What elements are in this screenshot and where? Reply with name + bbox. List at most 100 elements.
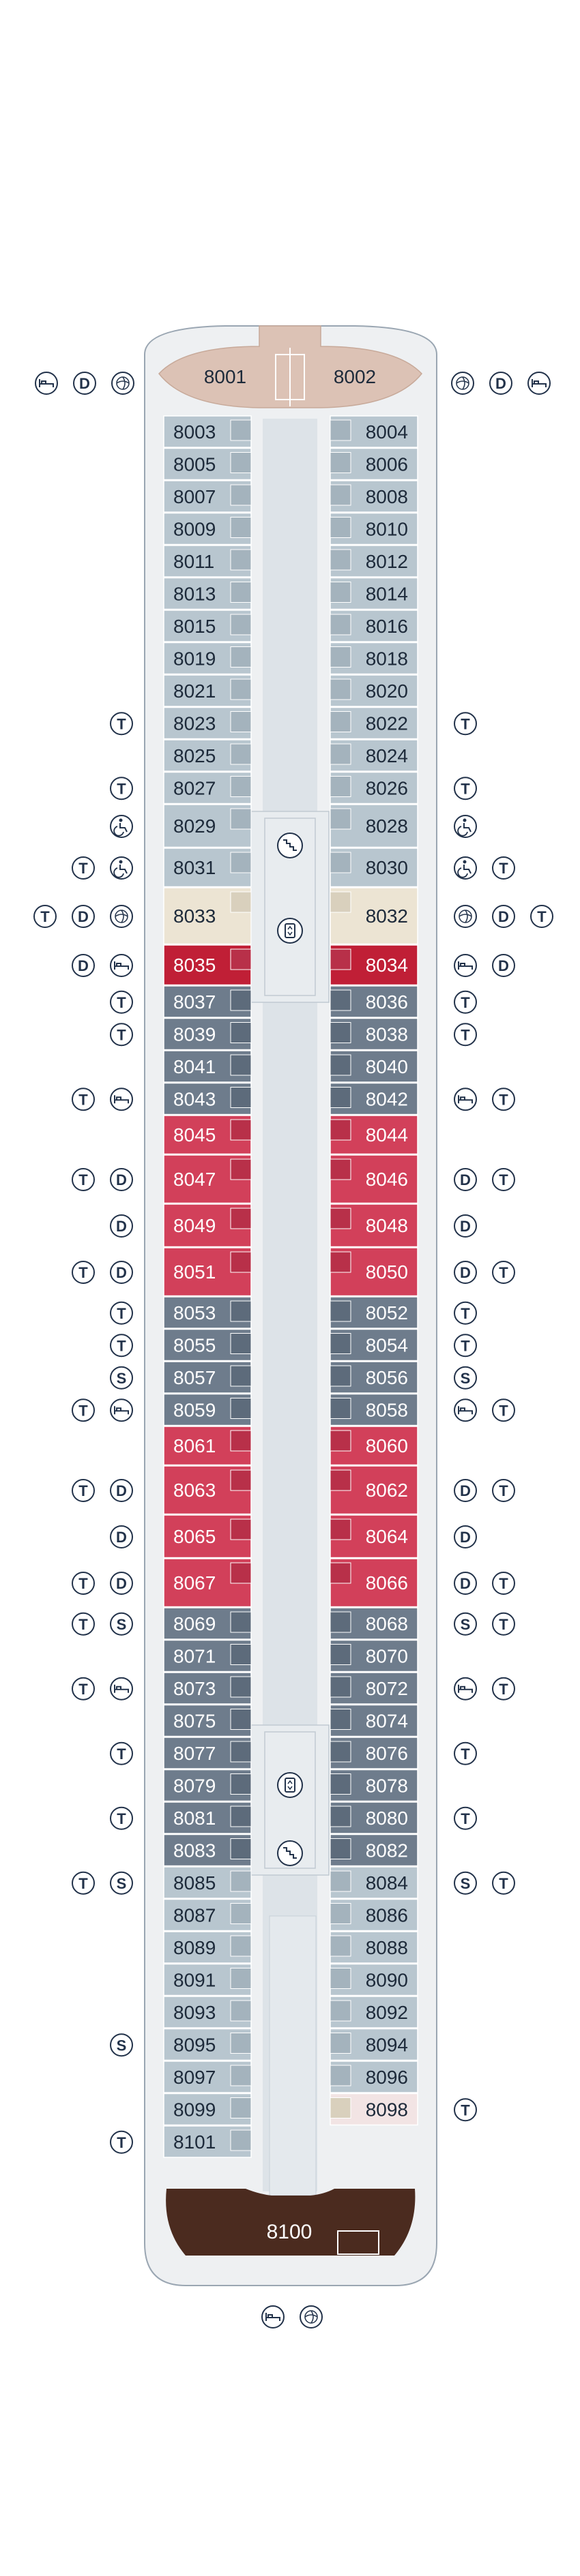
cabin-8011[interactable]: 8011 (163, 545, 252, 578)
cabin-8064[interactable]: 8064 (330, 1514, 418, 1559)
cabin-8065-label[interactable]: 8065 (173, 1526, 216, 1547)
cabin-8076-label[interactable]: 8076 (366, 1743, 408, 1764)
cabin-8005[interactable]: 8005 (163, 447, 252, 481)
cabin-8078[interactable]: 8078 (330, 1769, 418, 1802)
cabin-8048[interactable]: 8048 (330, 1203, 418, 1248)
cabin-8008-label[interactable]: 8008 (366, 486, 408, 507)
cabin-8069[interactable]: 8069 (163, 1607, 252, 1640)
cabin-8045-label[interactable]: 8045 (173, 1124, 216, 1145)
cabin-8068-label[interactable]: 8068 (366, 1613, 408, 1634)
cabin-8059[interactable]: 8059 (163, 1393, 252, 1426)
cabin-8083[interactable]: 8083 (163, 1833, 252, 1867)
cabin-8010-label[interactable]: 8010 (366, 518, 408, 539)
cabin-8039[interactable]: 8039 (163, 1017, 252, 1051)
cabin-8013-label[interactable]: 8013 (173, 583, 216, 604)
cabin-8032-label[interactable]: 8032 (366, 905, 408, 927)
cabin-8013[interactable]: 8013 (163, 577, 252, 610)
cabin-8011-label[interactable]: 8011 (173, 551, 214, 572)
cabin-8075[interactable]: 8075 (163, 1704, 252, 1737)
cabin-8022-label[interactable]: 8022 (366, 713, 408, 734)
cabin-8037-label[interactable]: 8037 (173, 991, 216, 1013)
cabin-8079[interactable]: 8079 (163, 1769, 252, 1802)
cabin-8016[interactable]: 8016 (330, 610, 418, 642)
cabin-8007[interactable]: 8007 (163, 480, 252, 513)
cabin-8043[interactable]: 8043 (163, 1082, 252, 1115)
cabin-8042[interactable]: 8042 (330, 1082, 418, 1115)
cabin-8038-label[interactable]: 8038 (366, 1023, 408, 1045)
cabin-8098[interactable]: 8098 (330, 2093, 418, 2126)
cabin-8064-label[interactable]: 8064 (366, 1526, 408, 1547)
cabin-8062-label[interactable]: 8062 (366, 1480, 408, 1501)
cabin-8004-label[interactable]: 8004 (366, 421, 408, 443)
cabin-8024-label[interactable]: 8024 (366, 745, 408, 766)
cabin-8055[interactable]: 8055 (163, 1328, 252, 1362)
cabin-8036[interactable]: 8036 (330, 985, 418, 1018)
cabin-8012-label[interactable]: 8012 (366, 551, 408, 572)
cabin-8062[interactable]: 8062 (330, 1465, 418, 1515)
cabin-8041[interactable]: 8041 (163, 1050, 252, 1083)
cabin-8046-label[interactable]: 8046 (366, 1169, 408, 1190)
cabin-8093-label[interactable]: 8093 (173, 2002, 216, 2023)
cabin-8030-label[interactable]: 8030 (366, 857, 408, 878)
cabin-8056-label[interactable]: 8056 (366, 1367, 408, 1388)
cabin-8015-label[interactable]: 8015 (173, 616, 216, 637)
cabin-8093[interactable]: 8093 (163, 1996, 252, 2028)
cabin-8073-label[interactable]: 8073 (173, 1678, 216, 1699)
cabin-8007-label[interactable]: 8007 (173, 486, 216, 507)
cabin-8034-label[interactable]: 8034 (366, 955, 408, 976)
cabin-8033-label[interactable]: 8033 (173, 905, 216, 927)
cabin-8035-label[interactable]: 8035 (173, 955, 216, 976)
cabin-8061[interactable]: 8061 (163, 1426, 252, 1466)
cabin-8090[interactable]: 8090 (330, 1963, 418, 1996)
cabin-8068[interactable]: 8068 (330, 1607, 418, 1640)
cabin-8095-label[interactable]: 8095 (173, 2034, 216, 2055)
cabin-8094-label[interactable]: 8094 (366, 2034, 408, 2055)
cabin-8027[interactable]: 8027 (163, 771, 252, 805)
cabin-8002-label[interactable]: 8002 (334, 366, 376, 387)
cabin-8058[interactable]: 8058 (330, 1393, 418, 1426)
cabin-8005-label[interactable]: 8005 (173, 453, 216, 475)
cabin-8043-label[interactable]: 8043 (173, 1088, 216, 1109)
cabin-8054-label[interactable]: 8054 (366, 1334, 408, 1356)
cabin-8085[interactable]: 8085 (163, 1866, 252, 1899)
cabin-8098-label[interactable]: 8098 (366, 2099, 408, 2120)
cabin-8074[interactable]: 8074 (330, 1704, 418, 1737)
cabin-8034[interactable]: 8034 (330, 944, 418, 986)
cabin-8063[interactable]: 8063 (163, 1465, 252, 1515)
cabin-8081-label[interactable]: 8081 (173, 1808, 216, 1829)
cabin-8049-label[interactable]: 8049 (173, 1215, 216, 1236)
cabin-8057[interactable]: 8057 (163, 1361, 252, 1394)
cabin-8054[interactable]: 8054 (330, 1328, 418, 1362)
cabin-8081[interactable]: 8081 (163, 1801, 252, 1834)
cabin-8050-label[interactable]: 8050 (366, 1261, 408, 1283)
cabin-8066[interactable]: 8066 (330, 1558, 418, 1608)
cabin-8071-label[interactable]: 8071 (173, 1645, 216, 1666)
cabin-8087-label[interactable]: 8087 (173, 1904, 216, 1926)
cabin-8025-label[interactable]: 8025 (173, 745, 216, 766)
cabin-8026[interactable]: 8026 (330, 771, 418, 805)
aft-suite-8100[interactable] (166, 2189, 416, 2256)
cabin-8027-label[interactable]: 8027 (173, 777, 216, 798)
cabin-8047[interactable]: 8047 (163, 1154, 252, 1204)
cabin-8096[interactable]: 8096 (330, 2061, 418, 2093)
cabin-8040[interactable]: 8040 (330, 1050, 418, 1083)
cabin-8066-label[interactable]: 8066 (366, 1572, 408, 1593)
cabin-8080-label[interactable]: 8080 (366, 1808, 408, 1829)
cabin-8051[interactable]: 8051 (163, 1247, 252, 1297)
cabin-8038[interactable]: 8038 (330, 1017, 418, 1051)
cabin-8012[interactable]: 8012 (330, 545, 418, 578)
cabin-8084[interactable]: 8084 (330, 1866, 418, 1899)
cabin-8053-label[interactable]: 8053 (173, 1302, 216, 1323)
cabin-8020-label[interactable]: 8020 (366, 680, 408, 702)
cabin-8046[interactable]: 8046 (330, 1154, 418, 1204)
elevator-icon[interactable] (277, 1772, 303, 1798)
cabin-8092-label[interactable]: 8092 (366, 2002, 408, 2023)
cabin-8029[interactable]: 8029 (163, 804, 252, 848)
cabin-8072-label[interactable]: 8072 (366, 1678, 408, 1699)
cabin-8071[interactable]: 8071 (163, 1639, 252, 1673)
cabin-8097[interactable]: 8097 (163, 2061, 252, 2093)
elevator-icon[interactable] (277, 918, 303, 944)
cabin-8021[interactable]: 8021 (163, 674, 252, 707)
cabin-8031-label[interactable]: 8031 (173, 857, 216, 878)
cabin-8057-label[interactable]: 8057 (173, 1367, 216, 1388)
